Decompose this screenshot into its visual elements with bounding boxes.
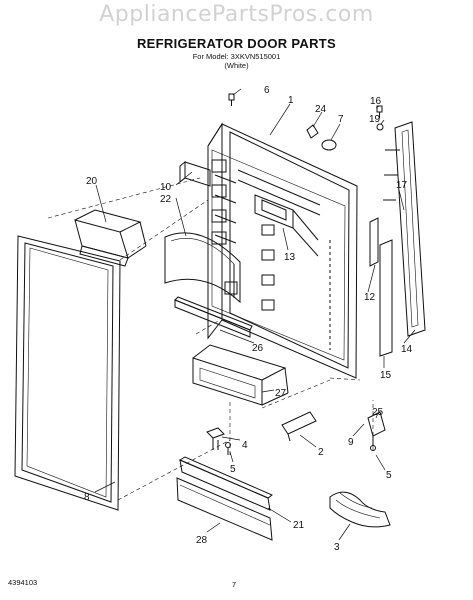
kickplate	[176, 477, 273, 541]
callout-24: 24	[315, 104, 327, 115]
callout-27: 27	[275, 388, 287, 399]
callout-5-left: 5	[230, 464, 236, 475]
callout-26: 26	[252, 343, 264, 354]
page-number: 7	[232, 580, 237, 589]
callout-7: 7	[338, 114, 344, 125]
callout-9: 9	[348, 437, 354, 448]
screws-and-caps	[228, 93, 384, 151]
door-shelf-front	[164, 232, 241, 304]
callout-14: 14	[401, 344, 413, 355]
callout-15: 15	[380, 370, 392, 381]
callout-10: 10	[160, 182, 172, 193]
alignment-lines	[47, 177, 374, 501]
leader-lines	[94, 88, 416, 541]
callout-12: 12	[364, 292, 376, 303]
shelf-bar	[174, 296, 253, 338]
door-bin-small	[74, 209, 147, 267]
document-number: 4394103	[8, 578, 38, 587]
egg-tray	[329, 491, 391, 528]
callout-21: 21	[293, 520, 305, 531]
bottom-trim	[178, 456, 273, 511]
callout-20: 20	[86, 176, 98, 187]
watermark-text: AppliancePartsPros.com	[99, 2, 374, 27]
page-title: REFRIGERATOR DOOR PARTS	[136, 36, 337, 51]
model-line: For Model: 3XKVN515001	[192, 52, 281, 61]
callout-3: 3	[334, 542, 340, 553]
callout-17: 17	[396, 180, 408, 191]
callout-1: 1	[288, 95, 294, 106]
color-line: (White)	[224, 61, 249, 70]
door-liner	[207, 122, 358, 379]
door-bin-large	[192, 344, 289, 406]
callout-8: 8	[84, 492, 90, 503]
callout-28: 28	[196, 535, 208, 546]
callout-16: 16	[370, 96, 382, 107]
callout-13: 13	[284, 252, 296, 263]
hinge-bracket	[206, 427, 231, 455]
callout-25: 25	[372, 407, 384, 418]
dairy-door	[179, 160, 211, 187]
callout-4: 4	[242, 440, 248, 451]
door-handle-strip	[369, 121, 426, 357]
callout-22: 22	[160, 194, 172, 205]
callout-19: 19	[369, 114, 381, 125]
callout-2: 2	[318, 447, 324, 458]
callout-5-right: 5	[386, 470, 392, 481]
callout-6: 6	[264, 85, 270, 96]
callout-labels: 6 1 24 7 16 19 17 10 22 20 13 12 14 15 2…	[84, 85, 413, 553]
door-gasket	[14, 235, 121, 511]
lower-hinge	[367, 411, 386, 451]
door-stop	[281, 411, 317, 442]
